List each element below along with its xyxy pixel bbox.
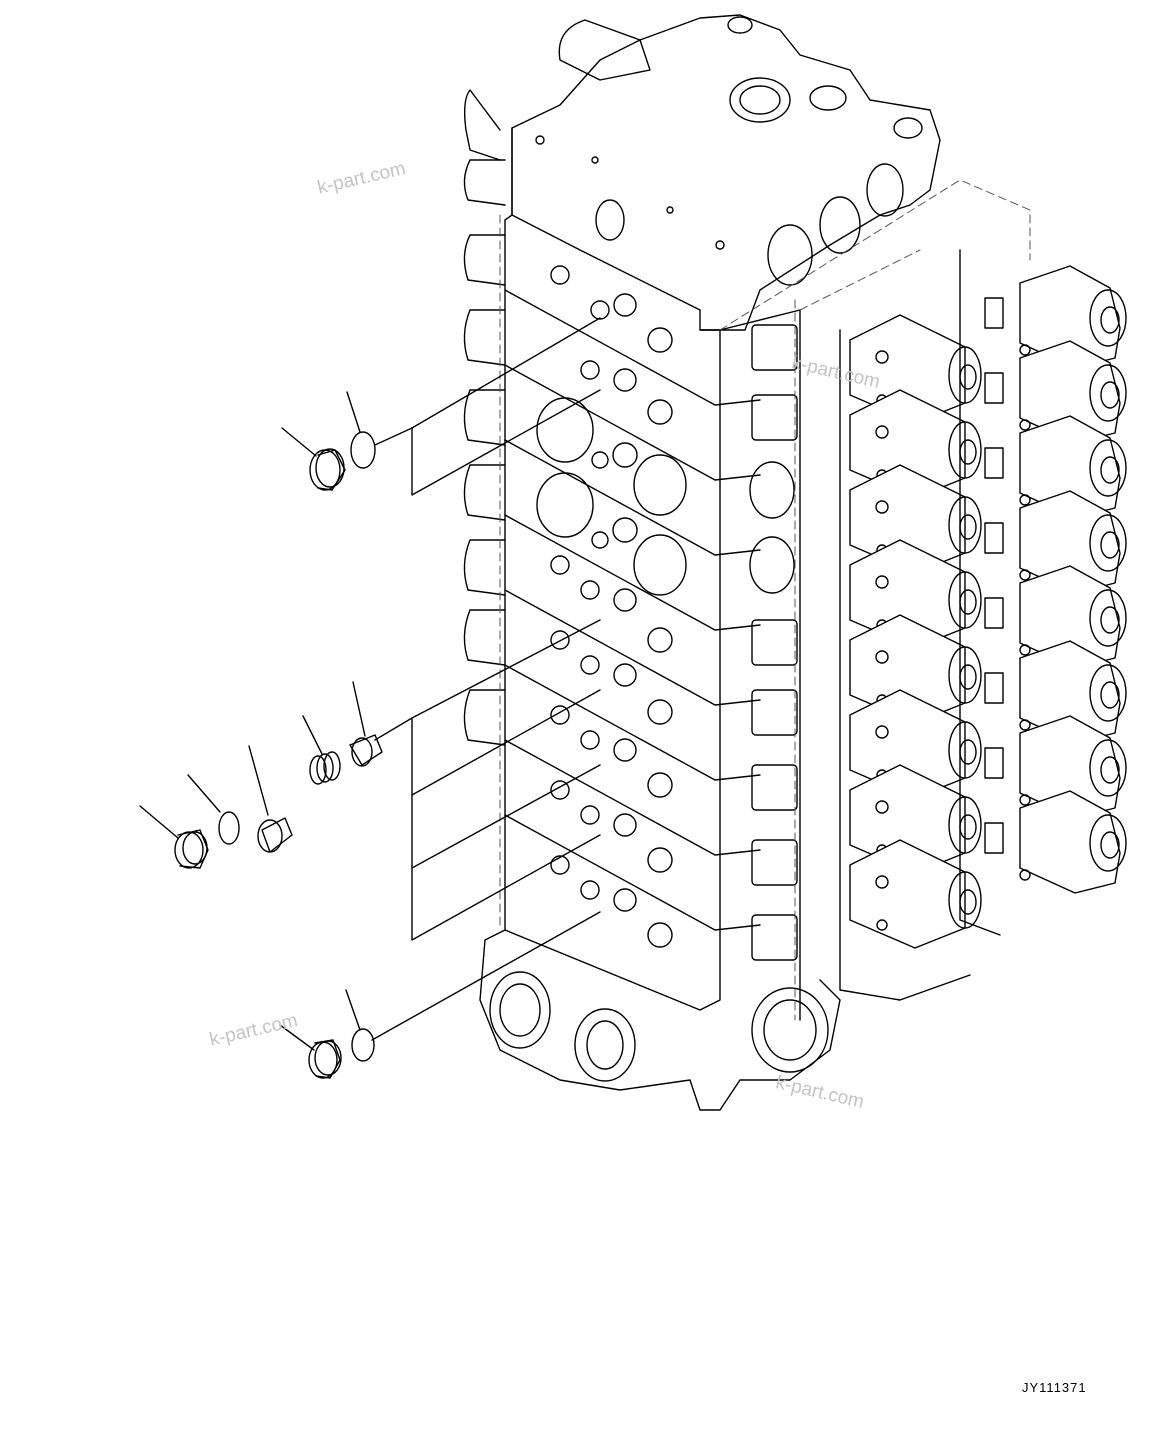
- solenoid-cap: [948, 496, 982, 554]
- bolt-icon: [875, 800, 889, 814]
- solenoid-cap: [1089, 814, 1127, 872]
- bolt-icon: [1019, 794, 1031, 806]
- solenoid-cap: [1089, 589, 1127, 647]
- solenoid-cap: [1089, 289, 1127, 347]
- solenoid-cap: [1100, 306, 1120, 334]
- bolt-icon: [1019, 569, 1031, 581]
- connector-icon: [984, 672, 1004, 704]
- plug-set-bottom: [279, 911, 601, 1079]
- plug-set-middle: [139, 619, 601, 941]
- plug-set-top: [281, 317, 601, 496]
- exploded-parts: [139, 317, 601, 1079]
- solenoid-cap: [948, 871, 982, 929]
- bolt-icon: [875, 350, 889, 364]
- bolt-icon: [1019, 419, 1031, 431]
- solenoid-housing: [839, 329, 971, 1001]
- left-spool-caps: [463, 89, 506, 746]
- top-cover-details: [535, 16, 923, 286]
- bolt-icon: [876, 919, 888, 931]
- solenoid-cap: [1089, 514, 1127, 572]
- solenoid-cap: [1100, 756, 1120, 784]
- bolt-icon: [875, 875, 889, 889]
- solenoid-bank: [839, 249, 1127, 1001]
- bolt-icon: [875, 500, 889, 514]
- solenoid-cap: [1089, 364, 1127, 422]
- bolt-icon: [875, 575, 889, 589]
- hidden-lines: [499, 179, 1031, 1021]
- solenoid-cap: [948, 796, 982, 854]
- section-dividers: [504, 289, 761, 931]
- solenoid-cap: [1100, 606, 1120, 634]
- bolt-icon: [1019, 869, 1031, 881]
- connector-icon: [984, 597, 1004, 629]
- bolt-icon: [875, 650, 889, 664]
- solenoid-cap: [948, 721, 982, 779]
- connector-icon: [984, 372, 1004, 404]
- connector-icon: [984, 747, 1004, 779]
- solenoid-housing: [959, 249, 1001, 936]
- drawing-number: JY111371: [1022, 1380, 1087, 1395]
- connector-icon: [984, 297, 1004, 329]
- connector-icon: [984, 522, 1004, 554]
- solenoid-cap: [1100, 456, 1120, 484]
- solenoid-cap: [1100, 831, 1120, 859]
- front-ports: [536, 265, 687, 948]
- connector-icon: [984, 822, 1004, 854]
- bolt-icon: [875, 725, 889, 739]
- bolt-icon: [1019, 644, 1031, 656]
- solenoid-cap: [1100, 381, 1120, 409]
- solenoid-cap: [1100, 531, 1120, 559]
- bolt-icon: [1019, 494, 1031, 506]
- solenoid-cap: [1089, 664, 1127, 722]
- solenoid-cap: [948, 571, 982, 629]
- solenoid-cap: [948, 646, 982, 704]
- solenoid-cap: [1089, 439, 1127, 497]
- solenoid-cap: [1089, 739, 1127, 797]
- bolt-icon: [1019, 344, 1031, 356]
- solenoid-cap: [948, 421, 982, 479]
- bolt-icon: [875, 425, 889, 439]
- connector-icon: [984, 447, 1004, 479]
- bolt-icon: [1019, 719, 1031, 731]
- solenoid-cap: [948, 346, 982, 404]
- right-side-plugs: [719, 309, 801, 1021]
- solenoid-cap: [1100, 681, 1120, 709]
- bottom-block: [479, 929, 841, 1111]
- valve-body: [463, 14, 1031, 1111]
